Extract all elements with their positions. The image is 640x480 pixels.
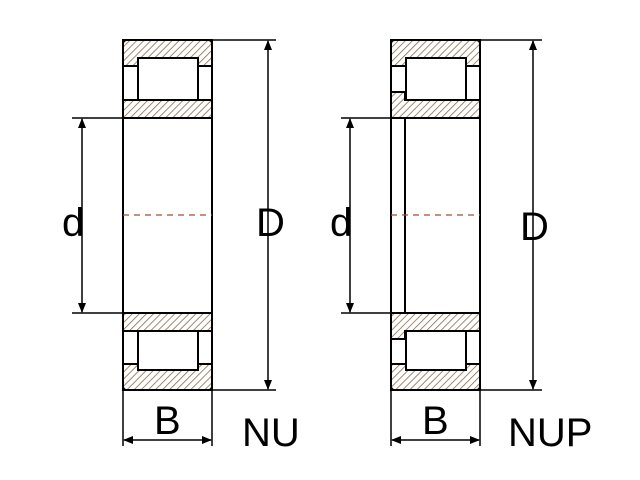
nu-bore-label: d [62,201,84,245]
nu-outer-ring-bottom [122,363,213,391]
nu-bearing [72,39,276,446]
nu-roller-top [137,57,199,101]
nup-outer-ring-bottom [390,363,481,391]
nu-inner-ring-top [122,99,213,119]
nup-roller-top [405,57,467,101]
nup-type-label: NUP [508,411,592,455]
nu-roller-bottom [137,330,199,374]
nu-inner-ring-bottom [122,312,213,332]
nup-roller-bottom [405,330,467,374]
nup-outer-diameter-label: D [520,205,549,249]
nu-outer-diameter-label: D [256,201,285,245]
nu-width-label: B [154,399,181,443]
nup-bore-label: d [330,201,352,245]
nup-bearing [341,39,542,446]
nup-width-label: B [422,399,449,443]
nu-type-label: NU [242,411,300,455]
